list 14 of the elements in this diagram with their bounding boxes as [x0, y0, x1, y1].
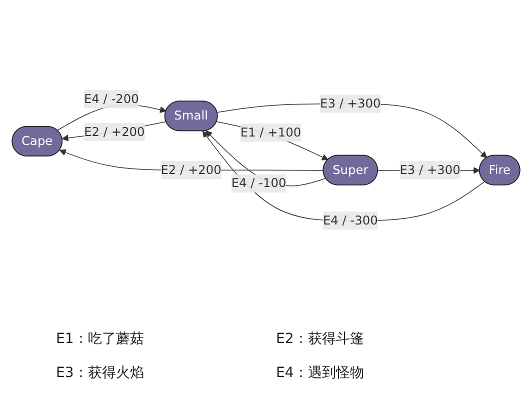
- arrow: [216, 103, 488, 158]
- edge-label: E2 / +200: [84, 124, 145, 139]
- legend-note: E1：吃了蘑菇: [56, 330, 144, 348]
- edge-label: E3 / +300: [400, 162, 460, 178]
- edge-label: E1 / +100: [240, 125, 302, 140]
- legend-note: E4：遇到怪物: [276, 364, 364, 382]
- arrow: [216, 121, 328, 160]
- legend-note: E3：获得火焰: [56, 364, 144, 382]
- edge-label: E4 / -100: [231, 176, 286, 190]
- edge-label: E4 / -300: [322, 213, 378, 228]
- edge-label: E3 / +300: [320, 96, 381, 111]
- legend-note: E2：获得斗篷: [276, 330, 364, 348]
- edge-label: E2 / +200: [160, 162, 222, 178]
- edge-label: E4 / -200: [84, 92, 139, 106]
